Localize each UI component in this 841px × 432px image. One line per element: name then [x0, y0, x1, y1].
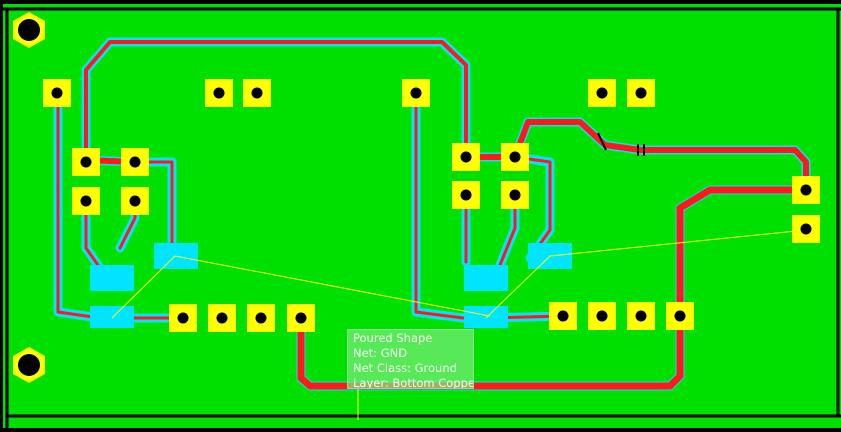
square-pad-icon	[501, 143, 529, 171]
square-pad-icon	[549, 302, 577, 330]
square-pad-icon	[243, 79, 271, 107]
square-pad-icon	[792, 215, 820, 243]
tooltip-net: Net: GND	[353, 346, 408, 360]
ratsnest-lines	[111, 229, 807, 420]
board-outline	[0, 7, 841, 432]
square-pad-icon	[452, 143, 480, 171]
square-pad-icon	[169, 304, 197, 332]
square-pad-icon	[72, 148, 100, 176]
hexagon-hole-icon	[13, 12, 45, 48]
square-pad-icon	[666, 302, 694, 330]
tooltip-net-class: Net Class: Ground	[353, 361, 457, 375]
square-pad-icon	[287, 304, 315, 332]
tooltip-layer: Layer: Bottom Copper	[353, 376, 474, 389]
square-pad-icon	[627, 302, 655, 330]
square-pad-icon	[402, 79, 430, 107]
square-pad-icon	[205, 79, 233, 107]
square-pad-icon	[208, 304, 236, 332]
hover-tooltip: Poured Shape Net: GND Net Class: Ground …	[347, 329, 474, 389]
via-marker	[597, 132, 645, 156]
hexagon-hole-icon	[13, 347, 45, 383]
square-pad-icon	[792, 176, 820, 204]
square-pad-icon	[588, 302, 616, 330]
tooltip-shape: Poured Shape	[353, 331, 433, 345]
square-pad-icon	[43, 79, 71, 107]
square-pad-icon	[452, 181, 480, 209]
square-pad-icon	[588, 79, 616, 107]
square-pad-icon	[627, 79, 655, 107]
square-pad-icon	[121, 148, 149, 176]
square-pad-icon	[501, 181, 529, 209]
through-hole-pads[interactable]	[43, 79, 820, 332]
square-pad-icon	[247, 304, 275, 332]
square-pad-icon	[72, 187, 100, 215]
square-pad-icon	[121, 187, 149, 215]
